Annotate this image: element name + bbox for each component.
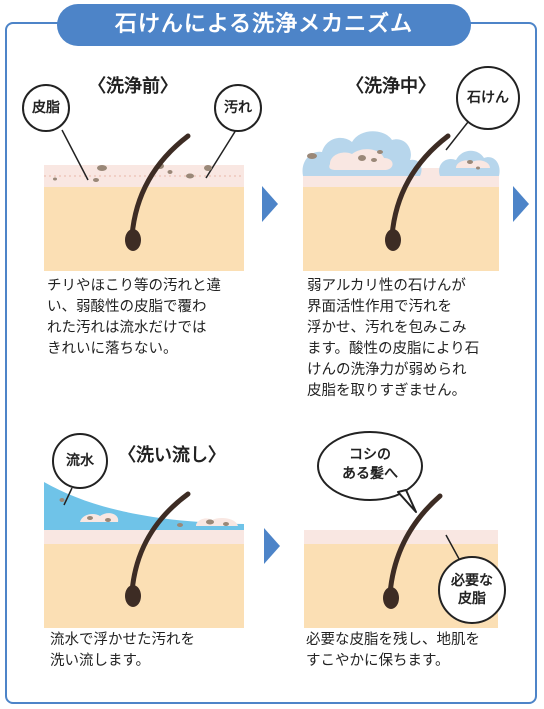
- hair-root: [383, 587, 399, 609]
- desc-line: 弱アルカリ性の石けんが: [307, 278, 466, 294]
- step-arrow: [264, 528, 280, 564]
- desc-line: 流水で浮かせた汚れを: [50, 632, 195, 648]
- dirt-particles: [307, 150, 480, 170]
- step-arrow: [262, 186, 278, 222]
- sebum-pointer: [61, 129, 89, 181]
- desc-line: すこやかに保ちます。: [306, 653, 450, 669]
- step-arrow: [513, 186, 529, 222]
- diagram-title: 石けんによる洗浄メカニズム: [57, 4, 471, 46]
- sebum-layer: [304, 530, 498, 544]
- panel-description: 必要な皮脂を残し、地肌を すこやかに保ちます。: [306, 630, 534, 672]
- water-pointer: [63, 487, 73, 506]
- panel-heading: 〈洗い流し〉: [118, 445, 226, 466]
- panel-description: 弱アルカリ性の石けんが 界面活性作用で汚れを 浮かせ、汚れを包みこみ ます。酸性…: [307, 276, 532, 402]
- desc-line: 必要な皮脂を残し、地肌を: [306, 632, 480, 648]
- hair-root: [125, 229, 141, 251]
- label-sebum: 皮脂: [22, 84, 70, 132]
- desc-line: チリやほこり等の汚れと違: [47, 278, 221, 294]
- desc-line: 皮脂を取りすぎません。: [307, 383, 467, 399]
- dirt-pointer: [205, 129, 237, 179]
- panel-heading: 〈洗浄中〉: [346, 76, 436, 97]
- desc-line: ます。酸性の皮脂により石: [307, 341, 480, 357]
- panel-description: 流水で浮かせた汚れを 洗い流します。: [50, 630, 270, 672]
- sebum-layer: [44, 530, 244, 544]
- desc-line: れた汚れは流水だけでは: [47, 320, 207, 336]
- label-necessary-sebum: 必要な 皮脂: [438, 556, 506, 624]
- label-dirt: 汚れ: [214, 84, 262, 132]
- speech-line: ある髪へ: [342, 466, 398, 482]
- wrapped-dirt: [456, 160, 490, 168]
- speech-bubble: [317, 431, 423, 501]
- desc-line: きれいに落ちない。: [47, 341, 178, 357]
- label-soap: 石けん: [456, 66, 520, 130]
- desc-line: 洗い流します。: [50, 653, 151, 669]
- dirt-particles: [59, 498, 229, 527]
- label-line: 皮脂: [458, 591, 486, 607]
- hair-strand: [129, 133, 191, 239]
- hair-strand: [389, 133, 451, 239]
- hair-root: [125, 585, 141, 607]
- hair-root: [385, 229, 401, 251]
- skin-layer: [44, 187, 244, 271]
- label-running-water: 流水: [52, 433, 108, 489]
- hair-strand: [129, 491, 191, 595]
- panel-description: チリやほこり等の汚れと違 い、弱酸性の皮脂で覆わ れた汚れは流水だけでは きれい…: [47, 276, 267, 360]
- speech-bubble-tail: [397, 489, 417, 513]
- desc-line: 浮かせ、汚れを包みこみ: [307, 320, 467, 336]
- desc-line: けんの洗浄力が弱められ: [307, 362, 467, 378]
- desc-line: い、弱酸性の皮脂で覆わ: [47, 299, 207, 315]
- soap-pointer: [445, 121, 469, 151]
- desc-line: 界面活性作用で汚れを: [307, 299, 452, 315]
- speech-bubble-text: コシの ある髪へ: [318, 446, 422, 484]
- skin-layer: [44, 544, 244, 628]
- speech-line: コシの: [349, 447, 391, 463]
- panel-heading: 〈洗浄前〉: [88, 76, 178, 97]
- hair-strand: [387, 493, 443, 597]
- label-line: 必要な: [451, 573, 493, 589]
